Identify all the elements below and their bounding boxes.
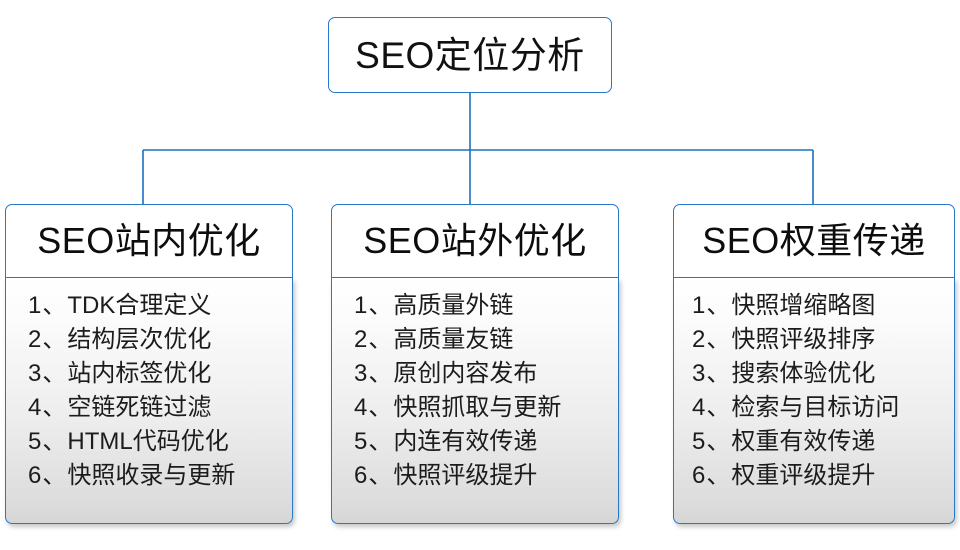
branch-item-list-1: 1 、 TDK合理定义 2 、 结构层次优化 3 、 站内标签优化 bbox=[6, 294, 292, 498]
list-item-text: 高质量外链 bbox=[393, 292, 514, 319]
list-item-separator: 、 bbox=[368, 394, 393, 421]
list-item-separator: 、 bbox=[706, 428, 731, 455]
list-item-text: 快照评级排序 bbox=[731, 326, 876, 353]
list-item-text: 搜索体验优化 bbox=[731, 360, 876, 387]
branch-column-1: SEO站内优化 1 、 TDK合理定义 2 、 结构层次优化 3 bbox=[5, 204, 293, 524]
list-item-separator: 、 bbox=[42, 462, 67, 489]
branch-column-3: SEO权重传递 1 、 快照增缩略图 2 、 快照评级排序 3 bbox=[673, 204, 955, 524]
list-item-text: 权重有效传递 bbox=[731, 428, 876, 455]
list-item-index: 6 bbox=[354, 462, 368, 489]
list-item[interactable]: 5 、 权重有效传递 bbox=[692, 430, 954, 464]
list-item-separator: 、 bbox=[368, 292, 393, 319]
root-node[interactable]: SEO定位分析 bbox=[328, 17, 612, 93]
list-item-separator: 、 bbox=[42, 394, 67, 421]
list-item[interactable]: 3 、 原创内容发布 bbox=[354, 362, 618, 396]
list-item[interactable]: 4 、 快照抓取与更新 bbox=[354, 396, 618, 430]
list-item[interactable]: 1 、 快照增缩略图 bbox=[692, 294, 954, 328]
list-item-separator: 、 bbox=[42, 428, 67, 455]
list-item-index: 2 bbox=[354, 326, 368, 353]
list-item-text: 内连有效传递 bbox=[393, 428, 538, 455]
list-item-text: 原创内容发布 bbox=[393, 360, 538, 387]
list-item[interactable]: 2 、 结构层次优化 bbox=[28, 328, 292, 362]
list-item-index: 3 bbox=[354, 360, 368, 387]
list-item-separator: 、 bbox=[706, 326, 731, 353]
branch-column-2: SEO站外优化 1 、 高质量外链 2 、 高质量友链 3 bbox=[331, 204, 619, 524]
list-item[interactable]: 3 、 站内标签优化 bbox=[28, 362, 292, 396]
list-item-text: 快照收录与更新 bbox=[67, 462, 236, 489]
list-item-index: 5 bbox=[692, 428, 706, 455]
list-item-index: 5 bbox=[354, 428, 368, 455]
list-item-separator: 、 bbox=[706, 462, 731, 489]
branch-body-1: 1 、 TDK合理定义 2 、 结构层次优化 3 、 站内标签优化 bbox=[5, 278, 293, 524]
list-item[interactable]: 4 、 检索与目标访问 bbox=[692, 396, 954, 430]
branch-header-2[interactable]: SEO站外优化 bbox=[331, 204, 619, 278]
branch-header-label-3: SEO权重传递 bbox=[702, 220, 926, 261]
root-node-label: SEO定位分析 bbox=[355, 34, 585, 76]
list-item-index: 4 bbox=[692, 394, 706, 421]
list-item-index: 1 bbox=[354, 292, 368, 319]
branch-header-3[interactable]: SEO权重传递 bbox=[673, 204, 955, 278]
branch-item-list-2: 1 、 高质量外链 2 、 高质量友链 3 、 原创内容发布 bbox=[332, 294, 618, 498]
list-item-separator: 、 bbox=[368, 462, 393, 489]
branch-header-label-2: SEO站外优化 bbox=[363, 220, 587, 261]
list-item-text: HTML代码优化 bbox=[67, 428, 229, 455]
list-item-index: 2 bbox=[692, 326, 706, 353]
branch-body-3: 1 、 快照增缩略图 2 、 快照评级排序 3 、 搜索体验优化 bbox=[673, 278, 955, 524]
list-item-separator: 、 bbox=[706, 394, 731, 421]
list-item-text: 快照抓取与更新 bbox=[393, 394, 562, 421]
list-item-text: 结构层次优化 bbox=[67, 326, 212, 353]
list-item[interactable]: 2 、 高质量友链 bbox=[354, 328, 618, 362]
list-item-index: 3 bbox=[692, 360, 706, 387]
list-item-index: 3 bbox=[28, 360, 42, 387]
list-item-separator: 、 bbox=[706, 360, 731, 387]
branch-body-2: 1 、 高质量外链 2 、 高质量友链 3 、 原创内容发布 bbox=[331, 278, 619, 524]
list-item-text: TDK合理定义 bbox=[67, 292, 212, 319]
list-item[interactable]: 3 、 搜索体验优化 bbox=[692, 362, 954, 396]
branch-header-1[interactable]: SEO站内优化 bbox=[5, 204, 293, 278]
branch-item-list-3: 1 、 快照增缩略图 2 、 快照评级排序 3 、 搜索体验优化 bbox=[674, 294, 954, 498]
list-item-index: 2 bbox=[28, 326, 42, 353]
list-item-index: 1 bbox=[28, 292, 42, 319]
list-item[interactable]: 1 、 高质量外链 bbox=[354, 294, 618, 328]
branch-columns: SEO站内优化 1 、 TDK合理定义 2 、 结构层次优化 3 bbox=[0, 204, 960, 534]
list-item-separator: 、 bbox=[368, 326, 393, 353]
list-item-text: 高质量友链 bbox=[393, 326, 514, 353]
list-item[interactable]: 6 、 权重评级提升 bbox=[692, 464, 954, 498]
list-item-index: 1 bbox=[692, 292, 706, 319]
list-item-separator: 、 bbox=[706, 292, 731, 319]
list-item-separator: 、 bbox=[368, 428, 393, 455]
list-item-separator: 、 bbox=[42, 360, 67, 387]
list-item-text: 站内标签优化 bbox=[67, 360, 212, 387]
list-item[interactable]: 5 、 内连有效传递 bbox=[354, 430, 618, 464]
list-item[interactable]: 4 、 空链死链过滤 bbox=[28, 396, 292, 430]
list-item[interactable]: 1 、 TDK合理定义 bbox=[28, 294, 292, 328]
list-item-index: 6 bbox=[28, 462, 42, 489]
list-item[interactable]: 6 、 快照收录与更新 bbox=[28, 464, 292, 498]
list-item-separator: 、 bbox=[368, 360, 393, 387]
list-item-separator: 、 bbox=[42, 292, 67, 319]
list-item-index: 5 bbox=[28, 428, 42, 455]
list-item-index: 4 bbox=[28, 394, 42, 421]
list-item[interactable]: 5 、 HTML代码优化 bbox=[28, 430, 292, 464]
list-item-text: 权重评级提升 bbox=[731, 462, 876, 489]
list-item-index: 4 bbox=[354, 394, 368, 421]
list-item-separator: 、 bbox=[42, 326, 67, 353]
list-item-text: 空链死链过滤 bbox=[67, 394, 212, 421]
list-item-text: 检索与目标访问 bbox=[731, 394, 900, 421]
list-item[interactable]: 6 、 快照评级提升 bbox=[354, 464, 618, 498]
list-item-index: 6 bbox=[692, 462, 706, 489]
list-item-text: 快照增缩略图 bbox=[731, 292, 876, 319]
branch-header-label-1: SEO站内优化 bbox=[37, 220, 261, 261]
list-item-text: 快照评级提升 bbox=[393, 462, 538, 489]
list-item[interactable]: 2 、 快照评级排序 bbox=[692, 328, 954, 362]
